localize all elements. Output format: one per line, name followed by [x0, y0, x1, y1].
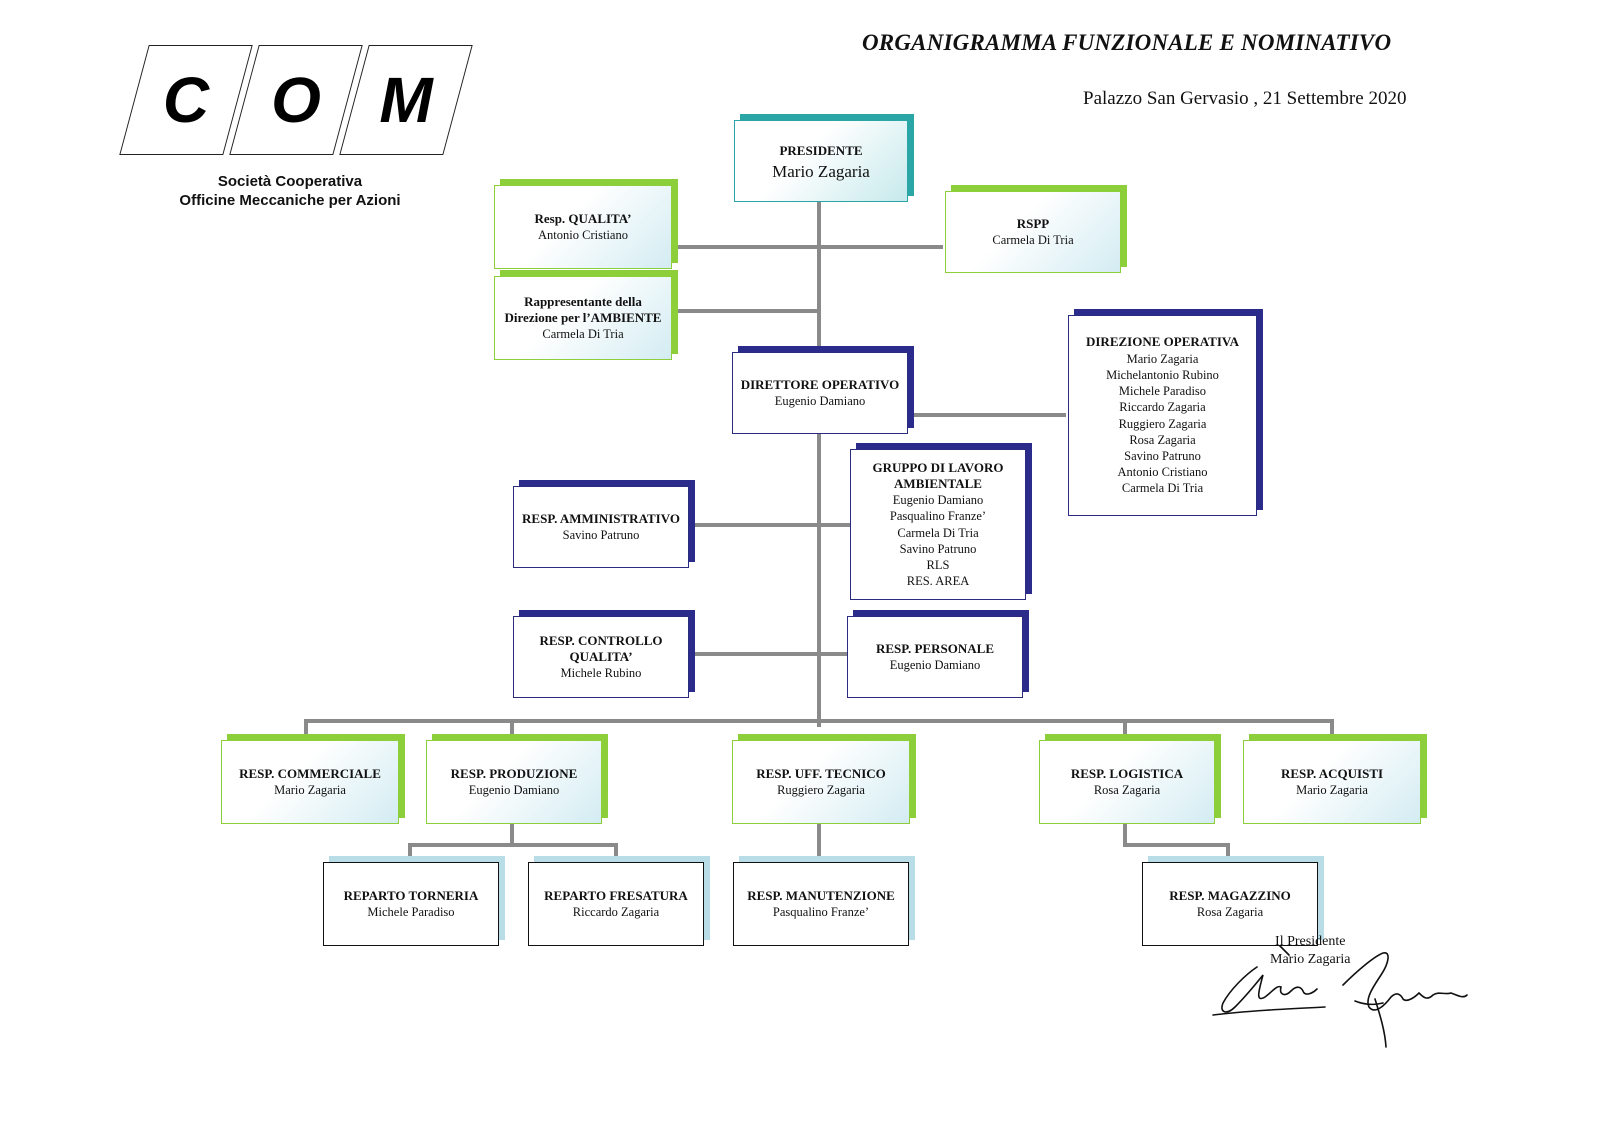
node-title: RESP. UFF. TECNICO: [756, 765, 886, 781]
document-place-date: Palazzo San Gervasio , 21 Settembre 2020: [1083, 88, 1407, 109]
signature-name: Mario Zagaria: [1270, 952, 1351, 967]
logo-letter: M: [339, 45, 473, 155]
node-member: Pasqualino Franze’: [772, 905, 870, 919]
node-title: GRUPPO DI LAVORO AMBIENTALE: [872, 459, 1004, 491]
node-member: Eugenio Damiano: [889, 658, 981, 672]
node-resp-produzione: RESP. PRODUZIONE Eugenio Damiano: [426, 740, 602, 824]
node-member: Riccardo Zagaria: [572, 905, 660, 919]
node-title: RESP. CONTROLLO QUALITA’: [539, 632, 663, 664]
node-resp-manutenzione: RESP. MANUTENZIONE Pasqualino Franze’: [733, 862, 909, 946]
node-member: Antonio Cristiano: [1117, 465, 1208, 480]
node-member: Mario Zagaria: [1126, 351, 1199, 366]
company-logo: C O M: [119, 45, 473, 160]
node-member: RES. AREA: [906, 574, 970, 589]
node-title: RESP. ACQUISTI: [1280, 765, 1384, 781]
node-member: Pasqualino Franze’: [889, 509, 987, 524]
node-resp-magazzino: RESP. MAGAZZINO Rosa Zagaria: [1142, 862, 1318, 946]
signature-block: Il Presidente Mario Zagaria: [1270, 933, 1350, 969]
node-member: Eugenio Damiano: [468, 783, 560, 797]
node-resp-logistica: RESP. LOGISTICA Rosa Zagaria: [1039, 740, 1215, 824]
node-member: Carmela Di Tria: [542, 327, 624, 342]
company-line: Officine Meccaniche per Azioni: [179, 192, 401, 209]
node-rspp: RSPP Carmela Di Tria: [945, 191, 1121, 273]
node-member: Savino Patruno: [1124, 448, 1201, 463]
node-member: Rosa Zagaria: [1093, 783, 1161, 797]
node-title: RESP. MANUTENZIONE: [747, 887, 895, 903]
node-member: Eugenio Damiano: [774, 394, 866, 408]
node-member: Eugenio Damiano: [892, 493, 984, 508]
node-direttore-operativo: DIRETTORE OPERATIVO Eugenio Damiano: [732, 352, 908, 434]
node-member: Ruggiero Zagaria: [777, 783, 865, 797]
node-member: Carmela Di Tria: [897, 525, 979, 540]
node-member: Riccardo Zagaria: [1119, 400, 1206, 415]
company-name: Società Cooperativa Officine Meccaniche …: [150, 172, 430, 210]
node-resp-amministrativo: RESP. AMMINISTRATIVO Savino Patruno: [513, 486, 689, 568]
node-title: PRESIDENTE: [779, 143, 863, 158]
node-title: RESP. PRODUZIONE: [450, 765, 578, 781]
node-resp-commerciale: RESP. COMMERCIALE Mario Zagaria: [221, 740, 399, 824]
node-presidente: PRESIDENTE Mario Zagaria: [734, 120, 908, 202]
node-member: Michele Paradiso: [367, 905, 455, 919]
node-member: Savino Patruno: [562, 528, 640, 542]
node-resp-controllo-qualita: RESP. CONTROLLO QUALITA’ Michele Rubino: [513, 616, 689, 698]
node-title: RESP. LOGISTICA: [1070, 765, 1184, 781]
node-resp-uff-tecnico: RESP. UFF. TECNICO Ruggiero Zagaria: [732, 740, 910, 824]
node-member: Carmela Di Tria: [1121, 481, 1204, 496]
node-member: Antonio Cristiano: [538, 228, 628, 242]
node-member: Rosa Zagaria: [1129, 432, 1196, 447]
node-reparto-torneria: REPARTO TORNERIA Michele Paradiso: [323, 862, 499, 946]
node-title: REPARTO TORNERIA: [343, 887, 479, 903]
node-title: Resp. QUALITA’: [534, 210, 632, 226]
node-title: Rappresentante della Direzione per l’AMB…: [504, 293, 662, 325]
signature-role: Il Presidente: [1275, 934, 1346, 949]
node-title: RESP. AMMINISTRATIVO: [522, 510, 680, 526]
document-title: ORGANIGRAMMA FUNZIONALE E NOMINATIVO: [862, 30, 1392, 55]
logo-letter: C: [119, 45, 253, 155]
node-member: RLS: [926, 557, 950, 572]
node-member: Ruggiero Zagaria: [1118, 416, 1207, 431]
handwritten-signature: [1212, 942, 1468, 1048]
node-reparto-fresatura: REPARTO FRESATURA Riccardo Zagaria: [528, 862, 704, 946]
node-gruppo-lavoro-ambientale: GRUPPO DI LAVORO AMBIENTALE Eugenio Damia…: [850, 449, 1026, 600]
node-resp-qualita: Resp. QUALITA’ Antonio Cristiano: [494, 185, 672, 269]
node-resp-personale: RESP. PERSONALE Eugenio Damiano: [847, 616, 1023, 698]
node-member: Carmela Di Tria: [992, 233, 1074, 247]
node-member: Michele Rubino: [560, 666, 642, 681]
node-title: RSPP: [1016, 215, 1050, 231]
node-title: RESP. MAGAZZINO: [1169, 887, 1291, 903]
node-member: Michele Paradiso: [1118, 384, 1207, 399]
node-title: DIRETTORE OPERATIVO: [740, 376, 900, 392]
node-member: Savino Patruno: [899, 541, 977, 556]
node-member: Mario Zagaria: [274, 783, 346, 797]
node-rappresentante-ambiente: Rappresentante della Direzione per l’AMB…: [494, 276, 672, 360]
node-title: REPARTO FRESATURA: [544, 887, 688, 903]
node-member: Rosa Zagaria: [1196, 905, 1264, 919]
node-member: Mario Zagaria: [1296, 783, 1368, 797]
node-title: RESP. COMMERCIALE: [239, 765, 381, 781]
node-title: DIREZIONE OPERATIVA: [1085, 334, 1240, 350]
node-member: Mario Zagaria: [772, 162, 870, 181]
node-member: Michelantonio Rubino: [1106, 367, 1219, 382]
logo-letter: O: [229, 45, 363, 155]
company-line: Società Cooperativa: [217, 173, 363, 190]
node-title: RESP. PERSONALE: [876, 640, 994, 656]
node-resp-acquisti: RESP. ACQUISTI Mario Zagaria: [1243, 740, 1421, 824]
